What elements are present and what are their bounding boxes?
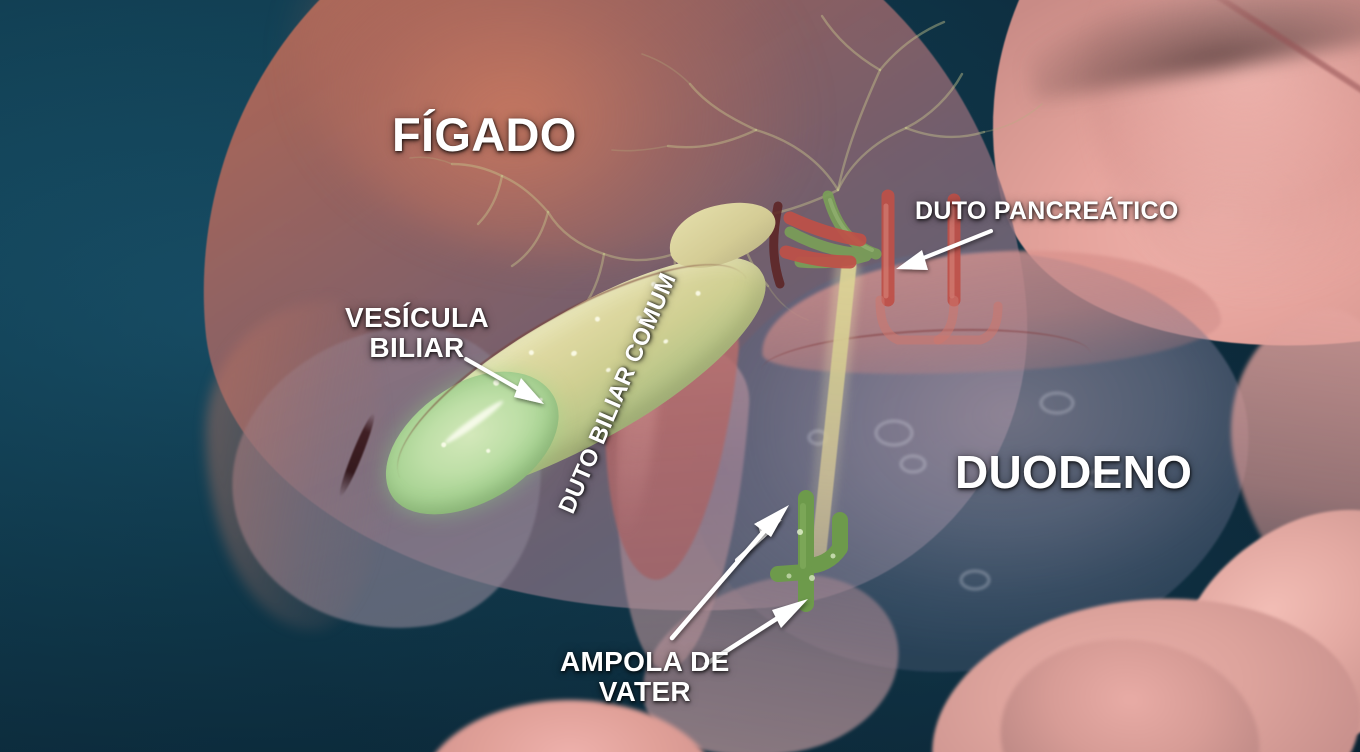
duodenum-speckle (960, 570, 990, 590)
liver-left-edge (206, 300, 386, 630)
duodenum-speckle (1086, 470, 1108, 486)
duodenum-speckle (875, 420, 913, 446)
duodenum-speckle (1040, 392, 1074, 414)
duodenum-speckle (900, 455, 926, 473)
